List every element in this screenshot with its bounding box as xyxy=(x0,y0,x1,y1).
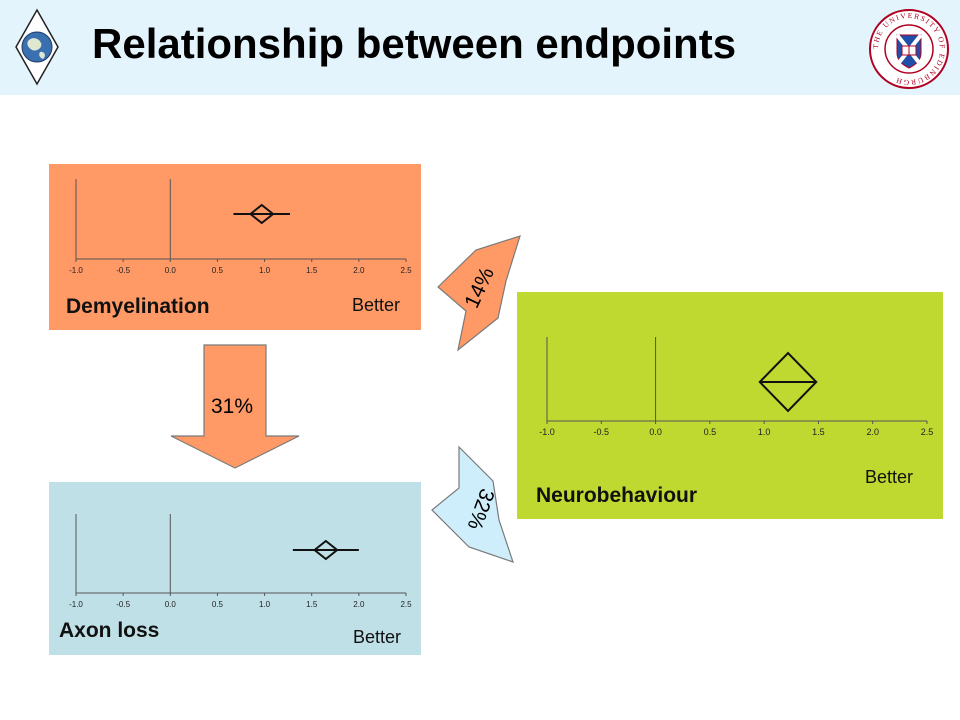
effect-estimate-diamond xyxy=(312,539,339,561)
axon-loss-forest-plot: -1.0 -0.5 0.0 0.5 1.0 1.5 2.0 2.5 xyxy=(69,514,412,609)
demyelination-forest-plot: -1.0 -0.5 0.0 0.5 1.0 1.5 2.0 2.5 xyxy=(69,179,412,275)
demyelination-label: Demyelination xyxy=(66,295,210,318)
x-tick-label: 2.0 xyxy=(353,600,365,609)
x-tick-label: -0.5 xyxy=(116,600,130,609)
x-tick-label: 1.0 xyxy=(758,427,771,437)
x-tick-label: 2.0 xyxy=(866,427,879,437)
x-tick-label: 1.0 xyxy=(259,266,271,275)
x-tick-label: 0.5 xyxy=(212,600,224,609)
x-tick-label: 0.5 xyxy=(704,427,717,437)
axon-loss-panel: -1.0 -0.5 0.0 0.5 1.0 1.5 2.0 2.5 Axon loss Bet… xyxy=(49,482,421,655)
x-tick-label: -1.0 xyxy=(69,266,83,275)
neurobehaviour-forest-plot: -1.0 -0.5 0.0 0.5 1.0 1.5 2.0 2.5 xyxy=(539,337,934,437)
axon-loss-label: Axon loss xyxy=(59,619,160,642)
demyelination-panel: -1.0 -0.5 0.0 0.5 1.0 1.5 2.0 2.5 Demyelination… xyxy=(49,164,421,330)
x-tick-label: 1.0 xyxy=(259,600,271,609)
x-tick-label: -1.0 xyxy=(69,600,83,609)
university-of-edinburgh-crest-icon: THE UNIVERSITY OF EDINBURGH xyxy=(869,9,949,89)
x-tick-label: 1.5 xyxy=(812,427,825,437)
page-title: Relationship between endpoints xyxy=(92,20,737,67)
neurobehaviour-axis-label: Better xyxy=(865,467,914,487)
effect-estimate-diamond xyxy=(758,351,818,413)
axon-loss-axis-label: Better xyxy=(353,627,402,647)
arrow-demyelination-to-axon-loss xyxy=(170,344,300,469)
demyelination-axis-label: Better xyxy=(352,295,401,315)
x-tick-label: 2.5 xyxy=(400,600,412,609)
x-tick-label: 2.0 xyxy=(353,266,365,275)
x-tick-label: 1.5 xyxy=(306,266,318,275)
arrow-axon-loss-to-neurobehaviour xyxy=(431,445,514,563)
x-tick-label: 2.5 xyxy=(921,427,934,437)
effect-estimate-diamond xyxy=(248,203,275,225)
arrow-31-label: 31% xyxy=(211,395,254,418)
neurobehaviour-label: Neurobehaviour xyxy=(536,484,698,507)
header-bar xyxy=(0,0,960,95)
x-tick-label: 1.5 xyxy=(306,600,318,609)
x-tick-label: -1.0 xyxy=(539,427,555,437)
x-tick-label: 0.0 xyxy=(165,600,177,609)
x-tick-label: -0.5 xyxy=(116,266,130,275)
x-tick-label: 0.0 xyxy=(649,427,662,437)
neurobehaviour-panel: -1.0 -0.5 0.0 0.5 1.0 1.5 2.0 2.5 Neurobehaviou… xyxy=(517,292,943,519)
x-tick-label: -0.5 xyxy=(594,427,610,437)
x-tick-label: 0.5 xyxy=(212,266,224,275)
globe-compass-icon xyxy=(15,8,59,86)
x-tick-label: 0.0 xyxy=(165,266,177,275)
x-tick-label: 2.5 xyxy=(400,266,412,275)
arrow-demyelination-to-neurobehaviour xyxy=(437,235,521,352)
